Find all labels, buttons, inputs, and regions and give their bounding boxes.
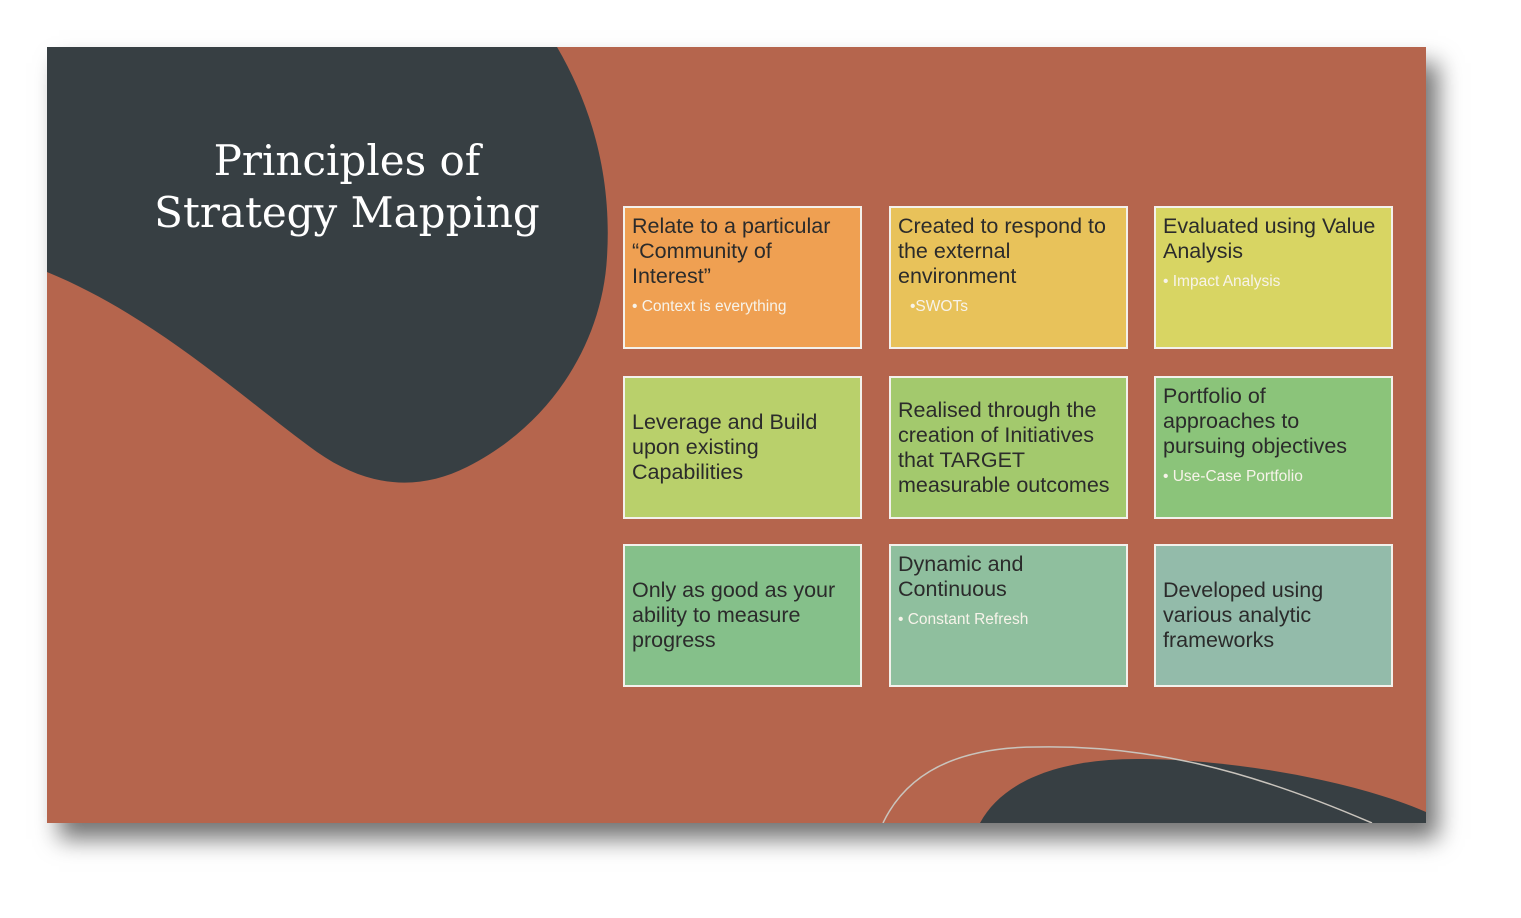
card-bullet: • Constant Refresh: [898, 611, 1029, 628]
principle-card-analytic-frameworks: Developed using various analytic framewo…: [1154, 544, 1393, 687]
card-heading: Evaluated using Value Analysis: [1163, 214, 1376, 263]
principle-card-dynamic: Dynamic and Continuous • Constant Refres…: [889, 544, 1128, 687]
principle-card-capabilities: Leverage and Build upon existing Capabil…: [623, 376, 862, 519]
card-heading: Relate to a particular “Community of Int…: [632, 214, 831, 288]
card-heading: Leverage and Build upon existing Capabil…: [632, 410, 818, 484]
card-bullet: • Impact Analysis: [1163, 273, 1281, 290]
principle-card-external-environment: Created to respond to the external envir…: [889, 206, 1128, 349]
card-heading: Realised through the creation of Initiat…: [898, 397, 1110, 497]
thin-curved-line: [882, 746, 1373, 823]
principle-card-community: Relate to a particular “Community of Int…: [623, 206, 862, 349]
dark-blob-top-left: [47, 47, 608, 483]
card-heading: Developed using various analytic framewo…: [1163, 578, 1324, 652]
card-heading: Created to respond to the external envir…: [898, 214, 1106, 288]
card-heading: Portfolio of approaches to pursuing obje…: [1163, 384, 1348, 458]
title-line-1: Principles of: [213, 136, 481, 185]
principle-card-initiatives: Realised through the creation of Initiat…: [889, 376, 1128, 519]
card-heading: Only as good as your ability to measure …: [632, 578, 836, 652]
card-bullet: • Use-Case Portfolio: [1163, 468, 1303, 485]
card-bullet: •SWOTs: [910, 298, 968, 315]
principles-grid: Relate to a particular “Community of Int…: [623, 206, 1399, 692]
dark-blob-bottom-right: [980, 759, 1426, 823]
principle-card-measure-progress: Only as good as your ability to measure …: [623, 544, 862, 687]
presentation-slide: Principles of Strategy Mapping Relate to…: [47, 47, 1426, 823]
slide-title: Principles of Strategy Mapping: [127, 135, 567, 239]
title-line-2: Strategy Mapping: [154, 188, 540, 237]
principle-card-portfolio: Portfolio of approaches to pursuing obje…: [1154, 376, 1393, 519]
slide-background-shapes: [47, 47, 1426, 823]
principle-card-value-analysis: Evaluated using Value Analysis • Impact …: [1154, 206, 1393, 349]
card-heading: Dynamic and Continuous: [898, 552, 1024, 601]
card-bullet: • Context is everything: [632, 298, 787, 315]
